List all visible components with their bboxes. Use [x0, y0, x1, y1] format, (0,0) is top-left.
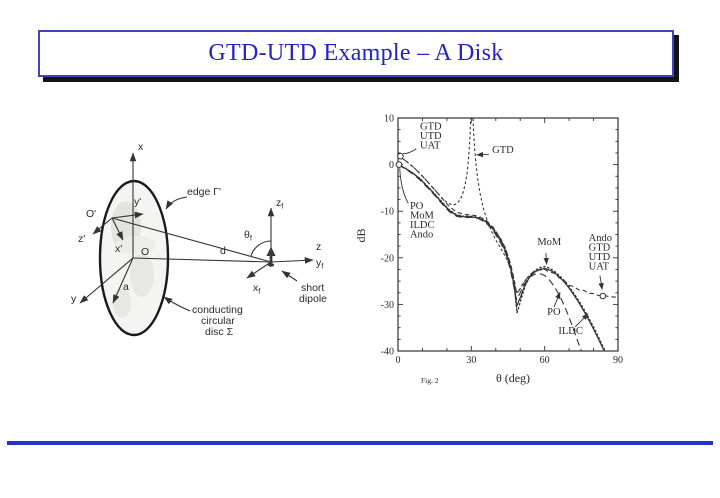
data-marker-circle: [599, 292, 607, 300]
d-line: [132, 257, 272, 263]
label-theta-f: θf: [244, 229, 253, 243]
x-tick-label: 0: [396, 355, 401, 366]
label-short-dipole-line2: dipole: [299, 293, 327, 305]
series-PO: [398, 164, 582, 351]
annotation-leader: [402, 148, 417, 154]
y-tick-label: 0: [389, 160, 394, 171]
label-origin-prime: O': [86, 208, 96, 220]
annotation-line: UAT: [420, 141, 441, 152]
label-radius-a: a: [123, 281, 129, 293]
annotation-line: Ando: [410, 229, 433, 240]
annotation-line: ILDC: [410, 220, 435, 231]
label-z-prime: z': [78, 233, 85, 245]
label-disc-line2: circular: [201, 315, 235, 327]
label-origin: O: [141, 246, 149, 258]
label-disc-line3: disc Σ: [205, 326, 234, 338]
annotation-line: GTD: [589, 243, 611, 254]
label-yf: yf: [316, 257, 324, 271]
short-dipole-glyph: [266, 246, 276, 267]
figure-caption: Fig. 2: [421, 376, 439, 385]
annotation-line: PO: [547, 307, 561, 318]
y-axis-line: [79, 257, 134, 304]
annotation-line: UAT: [589, 262, 610, 273]
annotation-line: PO: [410, 201, 424, 212]
annotation-leader: [399, 168, 409, 204]
x-tick-label: 60: [540, 355, 550, 366]
series-ILDC: [398, 163, 606, 351]
annotation-leader: [574, 313, 589, 328]
page-title: GTD-UTD Example – A Disk: [208, 40, 504, 66]
label-y-prime: y': [134, 196, 141, 208]
x-axis-title: θ (deg): [496, 371, 530, 385]
annotation-leader: [543, 253, 549, 265]
radiation-pattern-chart: 0 30 60 90 10 0 -10 -20 -30 -40 dB θ (deg) Fig. 2 GTD…: [355, 114, 623, 386]
data-marker-circle: [395, 161, 403, 168]
label-edge: edge Γ': [187, 186, 221, 198]
z-axis-line: [270, 257, 314, 264]
bottom-divider-rule: [7, 441, 713, 445]
annotation-line: MoM: [410, 210, 435, 221]
label-z-axis: z: [316, 241, 321, 253]
edge-leader-arrow: [165, 196, 188, 210]
label-distance-d: d: [220, 245, 226, 257]
label-disc-line1: conducting: [192, 304, 243, 316]
annotation-leader: [553, 291, 561, 308]
y-axis-title: dB: [355, 228, 368, 242]
annotation-line: UTD: [589, 252, 611, 263]
annotation-PO: PO: [547, 307, 561, 318]
annotation-line: MoM: [537, 237, 562, 248]
y-tick-label: -30: [381, 300, 394, 311]
radius-a-line: [112, 257, 134, 304]
disk-geometry-figure: x y z O O' y' x' z' a d edge Γ' conducti…: [71, 141, 327, 338]
theta-f-arc: [250, 240, 272, 257]
annotation-line: ILDC: [558, 326, 583, 337]
y-prime-axis: [111, 211, 144, 219]
annotation-line: GTD: [492, 145, 514, 156]
disk-shading: [130, 253, 154, 297]
x-tick-label: 30: [466, 355, 476, 366]
annotation-GTD: GTD: [492, 145, 514, 156]
diagram-lines: [79, 152, 314, 337]
y-tick-label: -10: [381, 207, 394, 218]
diagram-labels: x y z O O' y' x' z' a d edge Γ' conducti…: [71, 141, 327, 338]
disk-shading: [116, 236, 156, 254]
annotation-leader: [598, 275, 604, 290]
x-tick-label: 90: [613, 355, 623, 366]
o-prime-to-dipole-ray: [111, 217, 272, 263]
z-prime-axis: [92, 217, 113, 235]
annotation-ILDC: ILDC: [558, 326, 583, 337]
title-box: GTD-UTD Example – A Disk: [38, 30, 674, 77]
dipole-leader-arrow: [281, 270, 298, 282]
data-marker-circle: [397, 152, 404, 160]
label-zf: zf: [276, 197, 284, 211]
series-GTD: [398, 118, 545, 294]
label-x-axis: x: [138, 141, 144, 153]
label-short-dipole-line1: short: [301, 282, 324, 294]
y-tick-label: -20: [381, 253, 394, 264]
label-x-prime: x': [115, 243, 122, 255]
annotation-line: GTD: [420, 122, 442, 133]
disc-leader-arrow: [163, 296, 191, 312]
label-xf: xf: [253, 282, 261, 296]
label-y-axis: y: [71, 293, 77, 305]
xf-axis-line: [246, 261, 272, 279]
annotation-MoM: MoM: [537, 237, 562, 248]
y-tick-label: -40: [381, 347, 394, 358]
series-group: [398, 118, 618, 351]
y-tick-label: 10: [384, 114, 394, 125]
annotation-line: UTD: [420, 131, 442, 142]
x-prime-axis: [111, 217, 124, 241]
annotation-line: Ando: [589, 233, 612, 244]
